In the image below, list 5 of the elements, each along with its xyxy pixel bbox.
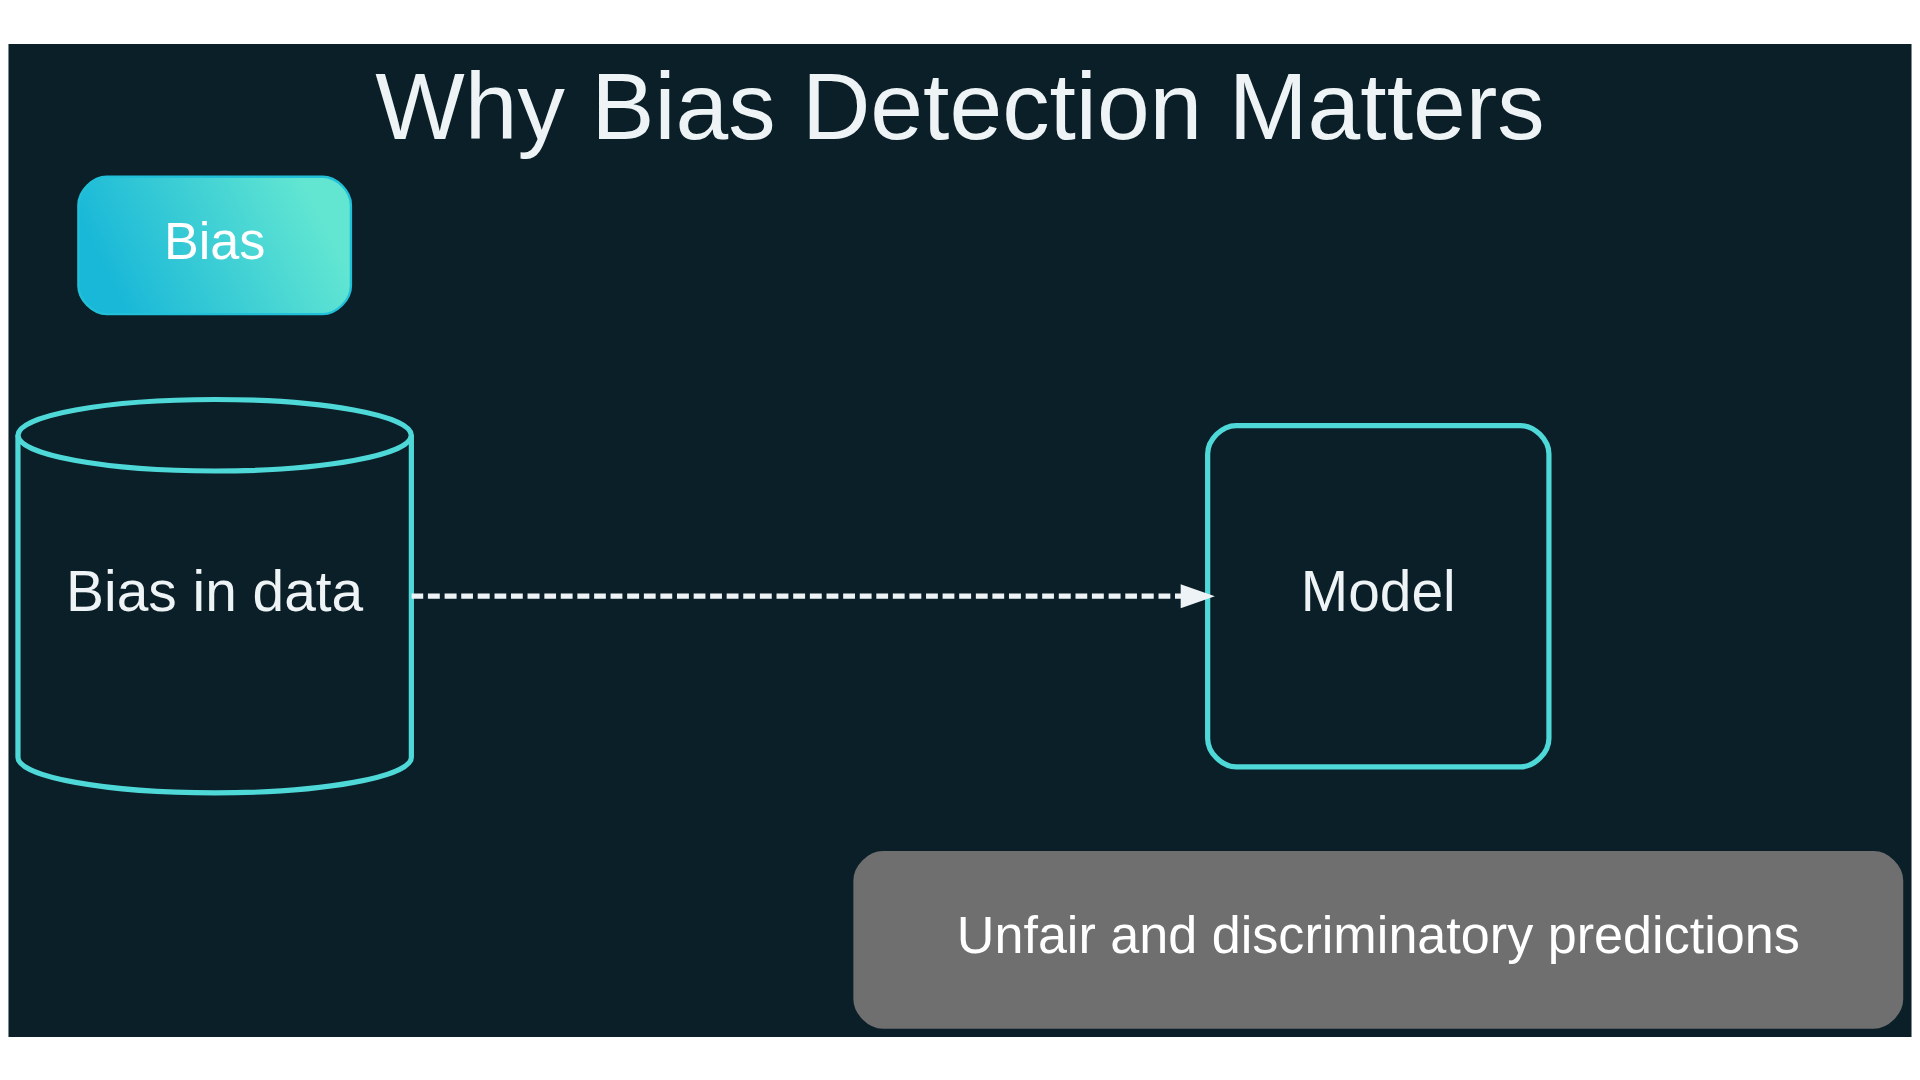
node-box: Bias xyxy=(77,175,353,315)
arrow xyxy=(411,583,1215,608)
node-box: Unfair and discriminatory predictions xyxy=(853,850,1904,1029)
node-box: Model xyxy=(1205,422,1552,769)
diagram-title: Why Bias Detection Matters xyxy=(375,52,1545,159)
